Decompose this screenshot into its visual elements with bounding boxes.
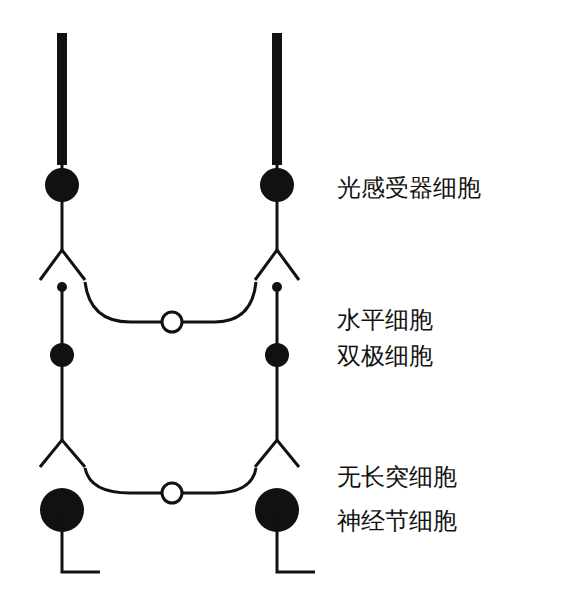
amacrine-cell-body <box>162 483 182 503</box>
outer-segment <box>57 33 67 165</box>
bipolar-body <box>50 343 74 367</box>
bipolar-body <box>265 343 289 367</box>
photoreceptor-body <box>260 168 294 202</box>
cell-label: 光感受器细胞 <box>337 174 481 203</box>
cell-label: 神经节细胞 <box>337 507 457 536</box>
cell-label: 无长突细胞 <box>337 463 457 492</box>
cell-label: 双极细胞 <box>337 342 433 371</box>
photoreceptor-body <box>45 168 79 202</box>
cell-label: 水平细胞 <box>337 306 433 335</box>
horizontal-cell-body <box>162 312 182 332</box>
outer-segment <box>272 33 282 165</box>
